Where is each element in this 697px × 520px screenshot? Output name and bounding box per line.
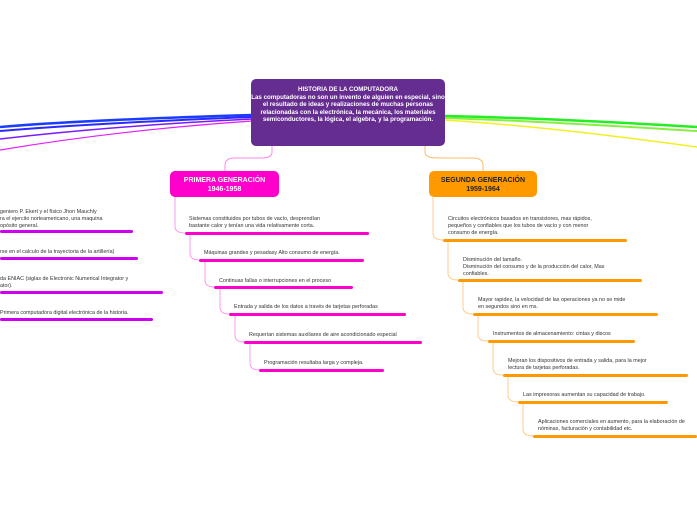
second-item-underline: [518, 401, 668, 404]
first-item-underline: [199, 259, 364, 262]
first-generation-topic[interactable]: PRIMERA GENERACIÓN 1946-1958: [170, 171, 279, 197]
second-item[interactable]: Las impresoras aumentan su capacidad de …: [523, 392, 646, 398]
left-item[interactable]: geniero P. Ekert y el físico Jhon Mauchl…: [0, 209, 103, 229]
second-item-underline: [533, 435, 697, 438]
second-item-underline: [458, 279, 642, 282]
second-item-underline: [443, 239, 627, 242]
left-item[interactable]: da ENIAC (siglas de Electronic Numerical…: [0, 276, 129, 289]
second-item[interactable]: Instrumentos de almacenamiento: cintas y…: [493, 331, 611, 337]
second-generation-title: SEGUNDA GENERACIÓN 1959-1964: [440, 177, 526, 193]
central-title: HISTORIA DE LA COMPUTADORA: [297, 86, 399, 93]
central-text: Las computadoras no son un invento de al…: [251, 93, 445, 124]
second-item-underline: [473, 313, 658, 316]
first-item-underline: [259, 369, 384, 372]
left-item[interactable]: Primera computadora digital electrónica …: [0, 310, 129, 316]
first-generation-title: PRIMERA GENERACIÓN 1946-1958: [183, 177, 266, 193]
second-generation-topic[interactable]: SEGUNDA GENERACIÓN 1959-1964: [429, 171, 537, 197]
first-item-underline: [214, 286, 353, 289]
first-item[interactable]: Programación resultaba larga y compleja.: [264, 360, 364, 366]
second-item[interactable]: Mejoran los dispositivos de entrada y sa…: [508, 358, 647, 371]
second-item-underline: [503, 374, 688, 377]
left-item-underline: [0, 257, 138, 260]
first-item[interactable]: Entrada y salida de los datos a través d…: [234, 304, 378, 310]
left-item-underline: [0, 230, 133, 233]
left-item-underline: [0, 291, 163, 294]
second-item[interactable]: Disminución del tamaño. Disminución del …: [463, 257, 605, 277]
first-item[interactable]: Sistemas constituidos por tubos de vacío…: [189, 216, 320, 229]
first-item[interactable]: Continuas fallas o interrupciones en el …: [219, 278, 332, 284]
first-item-underline: [244, 341, 422, 344]
second-item[interactable]: Aplicaciones comerciales en aumento, par…: [538, 419, 685, 432]
central-topic[interactable]: HISTORIA DE LA COMPUTADORA Las computado…: [251, 79, 445, 146]
first-item-underline: [185, 232, 369, 235]
first-item[interactable]: Máquinas grandes y pesadasy Alto consumo…: [204, 250, 340, 256]
first-item-underline: [229, 313, 406, 316]
second-item-underline: [488, 340, 635, 343]
left-item-underline: [0, 318, 153, 321]
left-item[interactable]: rse en el calculo de la trayectoria de l…: [0, 249, 115, 255]
second-item[interactable]: Circuitos electrónicos basados en transi…: [448, 216, 592, 236]
second-item[interactable]: Mayor rapidez, la velocidad de las opera…: [478, 297, 626, 310]
first-item[interactable]: Requerían sistemas auxiliares de aire ac…: [249, 332, 397, 338]
